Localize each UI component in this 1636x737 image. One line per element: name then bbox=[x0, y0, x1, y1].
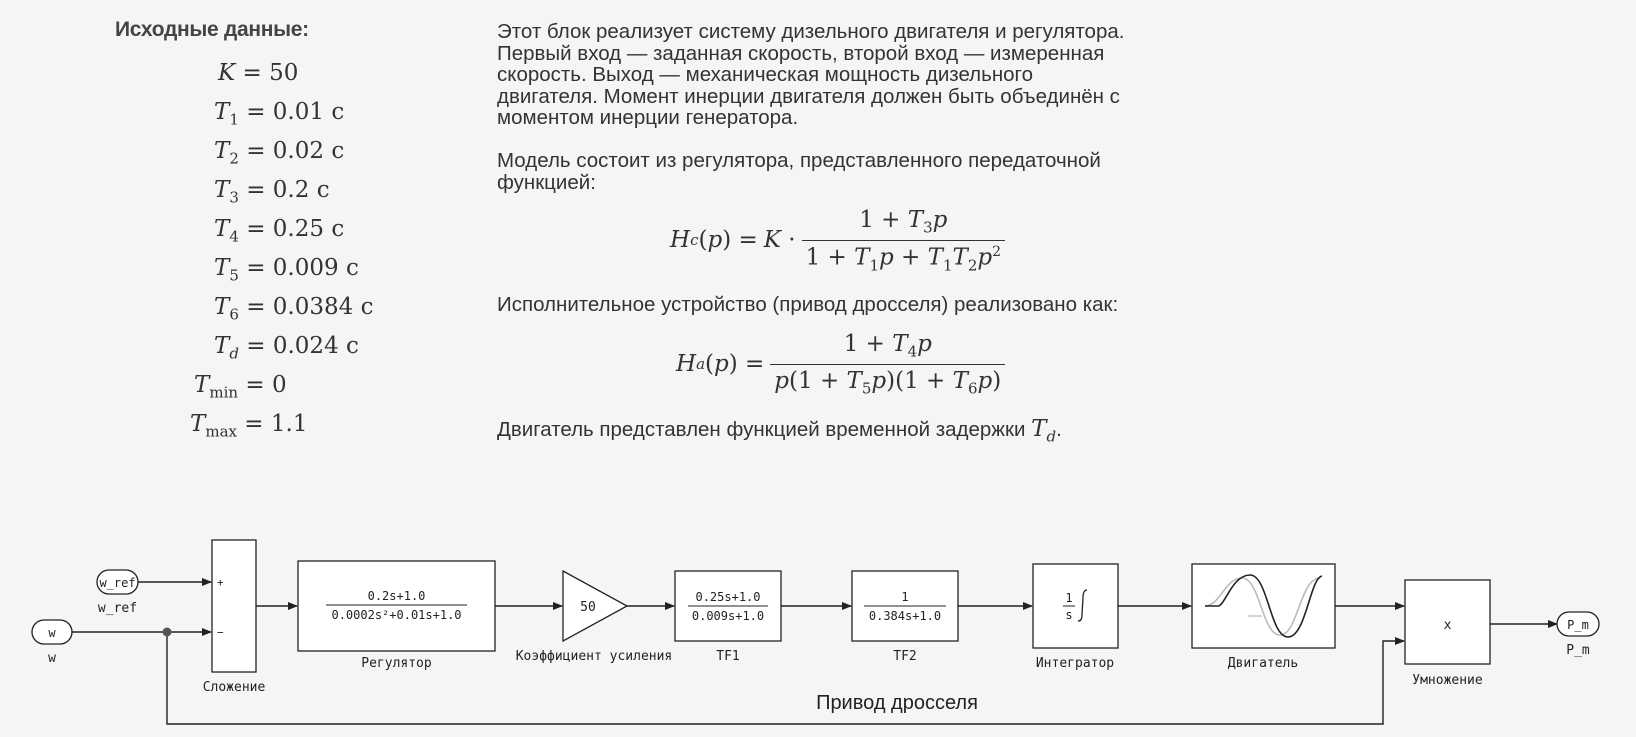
svg-text:0.0002s²+0.01s+1.0: 0.0002s²+0.01s+1.0 bbox=[331, 608, 461, 622]
tf1-block[interactable]: 0.25s+1.0 0.009s+1.0 bbox=[674, 570, 782, 642]
tf2-block[interactable]: 1 0.384s+1.0 bbox=[851, 570, 959, 642]
description-paragraph-1: Этот блок реализует систему дизельного д… bbox=[497, 20, 1125, 129]
port-w-ref-label: w_ref bbox=[98, 601, 137, 616]
svg-text:s: s bbox=[1065, 608, 1072, 622]
svg-text:w_ref: w_ref bbox=[99, 576, 135, 590]
svg-text:0.2s+1.0: 0.2s+1.0 bbox=[368, 589, 426, 603]
description-paragraph-3: Исполнительное устройство (привод дроссе… bbox=[497, 293, 1119, 316]
param-t2: T2 = 0.02 с bbox=[214, 138, 345, 168]
sum-block[interactable]: + − bbox=[211, 539, 257, 673]
svg-text:P_m: P_m bbox=[1567, 618, 1589, 632]
throttle-group-label: Привод дросселя bbox=[816, 692, 978, 714]
svg-text:1: 1 bbox=[1065, 591, 1072, 605]
gain-block-label: Коэффициент усиления bbox=[516, 649, 673, 664]
description-paragraph-2: Модель состоит из регулятора, представле… bbox=[497, 149, 1101, 194]
port-p-m[interactable]: P_m bbox=[1556, 611, 1600, 637]
param-t6: T6 = 0.0384 с bbox=[214, 294, 374, 324]
svg-text:0.25s+1.0: 0.25s+1.0 bbox=[695, 590, 760, 604]
engine-block[interactable] bbox=[1191, 563, 1336, 649]
svg-text:0.384s+1.0: 0.384s+1.0 bbox=[869, 609, 941, 623]
connections bbox=[72, 578, 1558, 725]
param-t4: T4 = 0.25 с bbox=[214, 216, 345, 246]
svg-text:0.009s+1.0: 0.009s+1.0 bbox=[692, 609, 764, 623]
feedback-junction bbox=[162, 627, 172, 637]
port-p-m-label: P_m bbox=[1566, 643, 1590, 658]
sine-wave-icon bbox=[1205, 574, 1323, 638]
svg-text:−: − bbox=[217, 626, 224, 639]
description-paragraph-4: Двигатель представлен функцией временной… bbox=[497, 416, 1062, 446]
regulator-block-label: Регулятор bbox=[361, 656, 432, 671]
delayed-sine-icon bbox=[1204, 577, 1321, 636]
engine-block-label: Двигатель bbox=[1228, 656, 1298, 671]
params-title: Исходные данные: bbox=[115, 18, 309, 41]
product-block-label: Умножение bbox=[1412, 673, 1483, 688]
param-t5: T5 = 0.009 с bbox=[214, 255, 359, 285]
tf2-block-label: TF2 bbox=[893, 649, 916, 664]
svg-text:w: w bbox=[48, 626, 56, 640]
param-t3: T3 = 0.2 с bbox=[214, 177, 330, 207]
tf1-block-label: TF1 bbox=[716, 649, 739, 664]
param-td: Td = 0.024 с bbox=[214, 333, 359, 363]
integrator-block[interactable]: 1 s bbox=[1032, 563, 1119, 649]
param-k: K = 50 bbox=[218, 60, 299, 86]
svg-text:+: + bbox=[217, 576, 224, 589]
port-w-label: w bbox=[48, 651, 56, 666]
sum-block-label: Сложение bbox=[203, 680, 266, 695]
param-tmax: Tmax = 1.1 bbox=[190, 411, 308, 441]
integral-icon bbox=[1077, 589, 1088, 622]
regulator-block[interactable]: 0.2s+1.0 0.0002s²+0.01s+1.0 bbox=[297, 560, 496, 652]
svg-text:50: 50 bbox=[580, 600, 596, 615]
port-w[interactable]: w bbox=[31, 619, 73, 645]
port-w-ref[interactable]: w_ref bbox=[96, 569, 139, 595]
gain-block[interactable]: 50 bbox=[562, 569, 629, 643]
svg-text:x: x bbox=[1444, 618, 1452, 633]
param-tmin: Tmin = 0 bbox=[194, 372, 287, 402]
svg-text:1: 1 bbox=[901, 590, 908, 604]
product-block[interactable]: x bbox=[1404, 579, 1491, 665]
param-t1: T1 = 0.01 с bbox=[214, 99, 345, 129]
integrator-block-label: Интегратор bbox=[1036, 656, 1114, 671]
line-feedback bbox=[166, 632, 1405, 725]
